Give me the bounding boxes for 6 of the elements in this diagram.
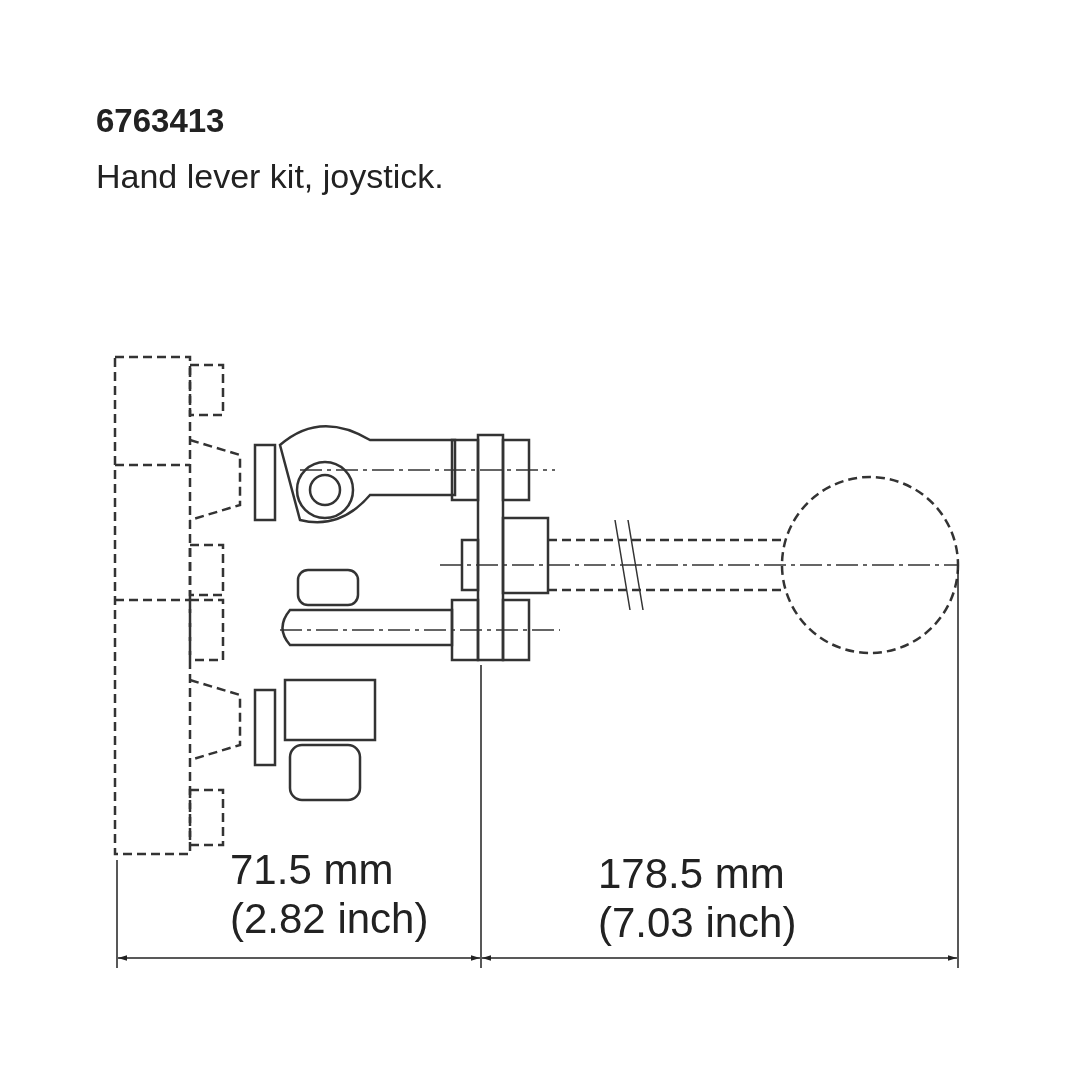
- description-text: Hand lever kit, joystick.: [96, 157, 444, 196]
- dimension-value: 178.5 mm: [598, 850, 785, 898]
- dimension-value: (2.82 inch): [230, 895, 429, 943]
- dimension-value: (7.03 inch): [598, 899, 797, 947]
- dimension-value: 71.5 mm: [230, 846, 394, 894]
- part-number: 6763413: [96, 102, 225, 140]
